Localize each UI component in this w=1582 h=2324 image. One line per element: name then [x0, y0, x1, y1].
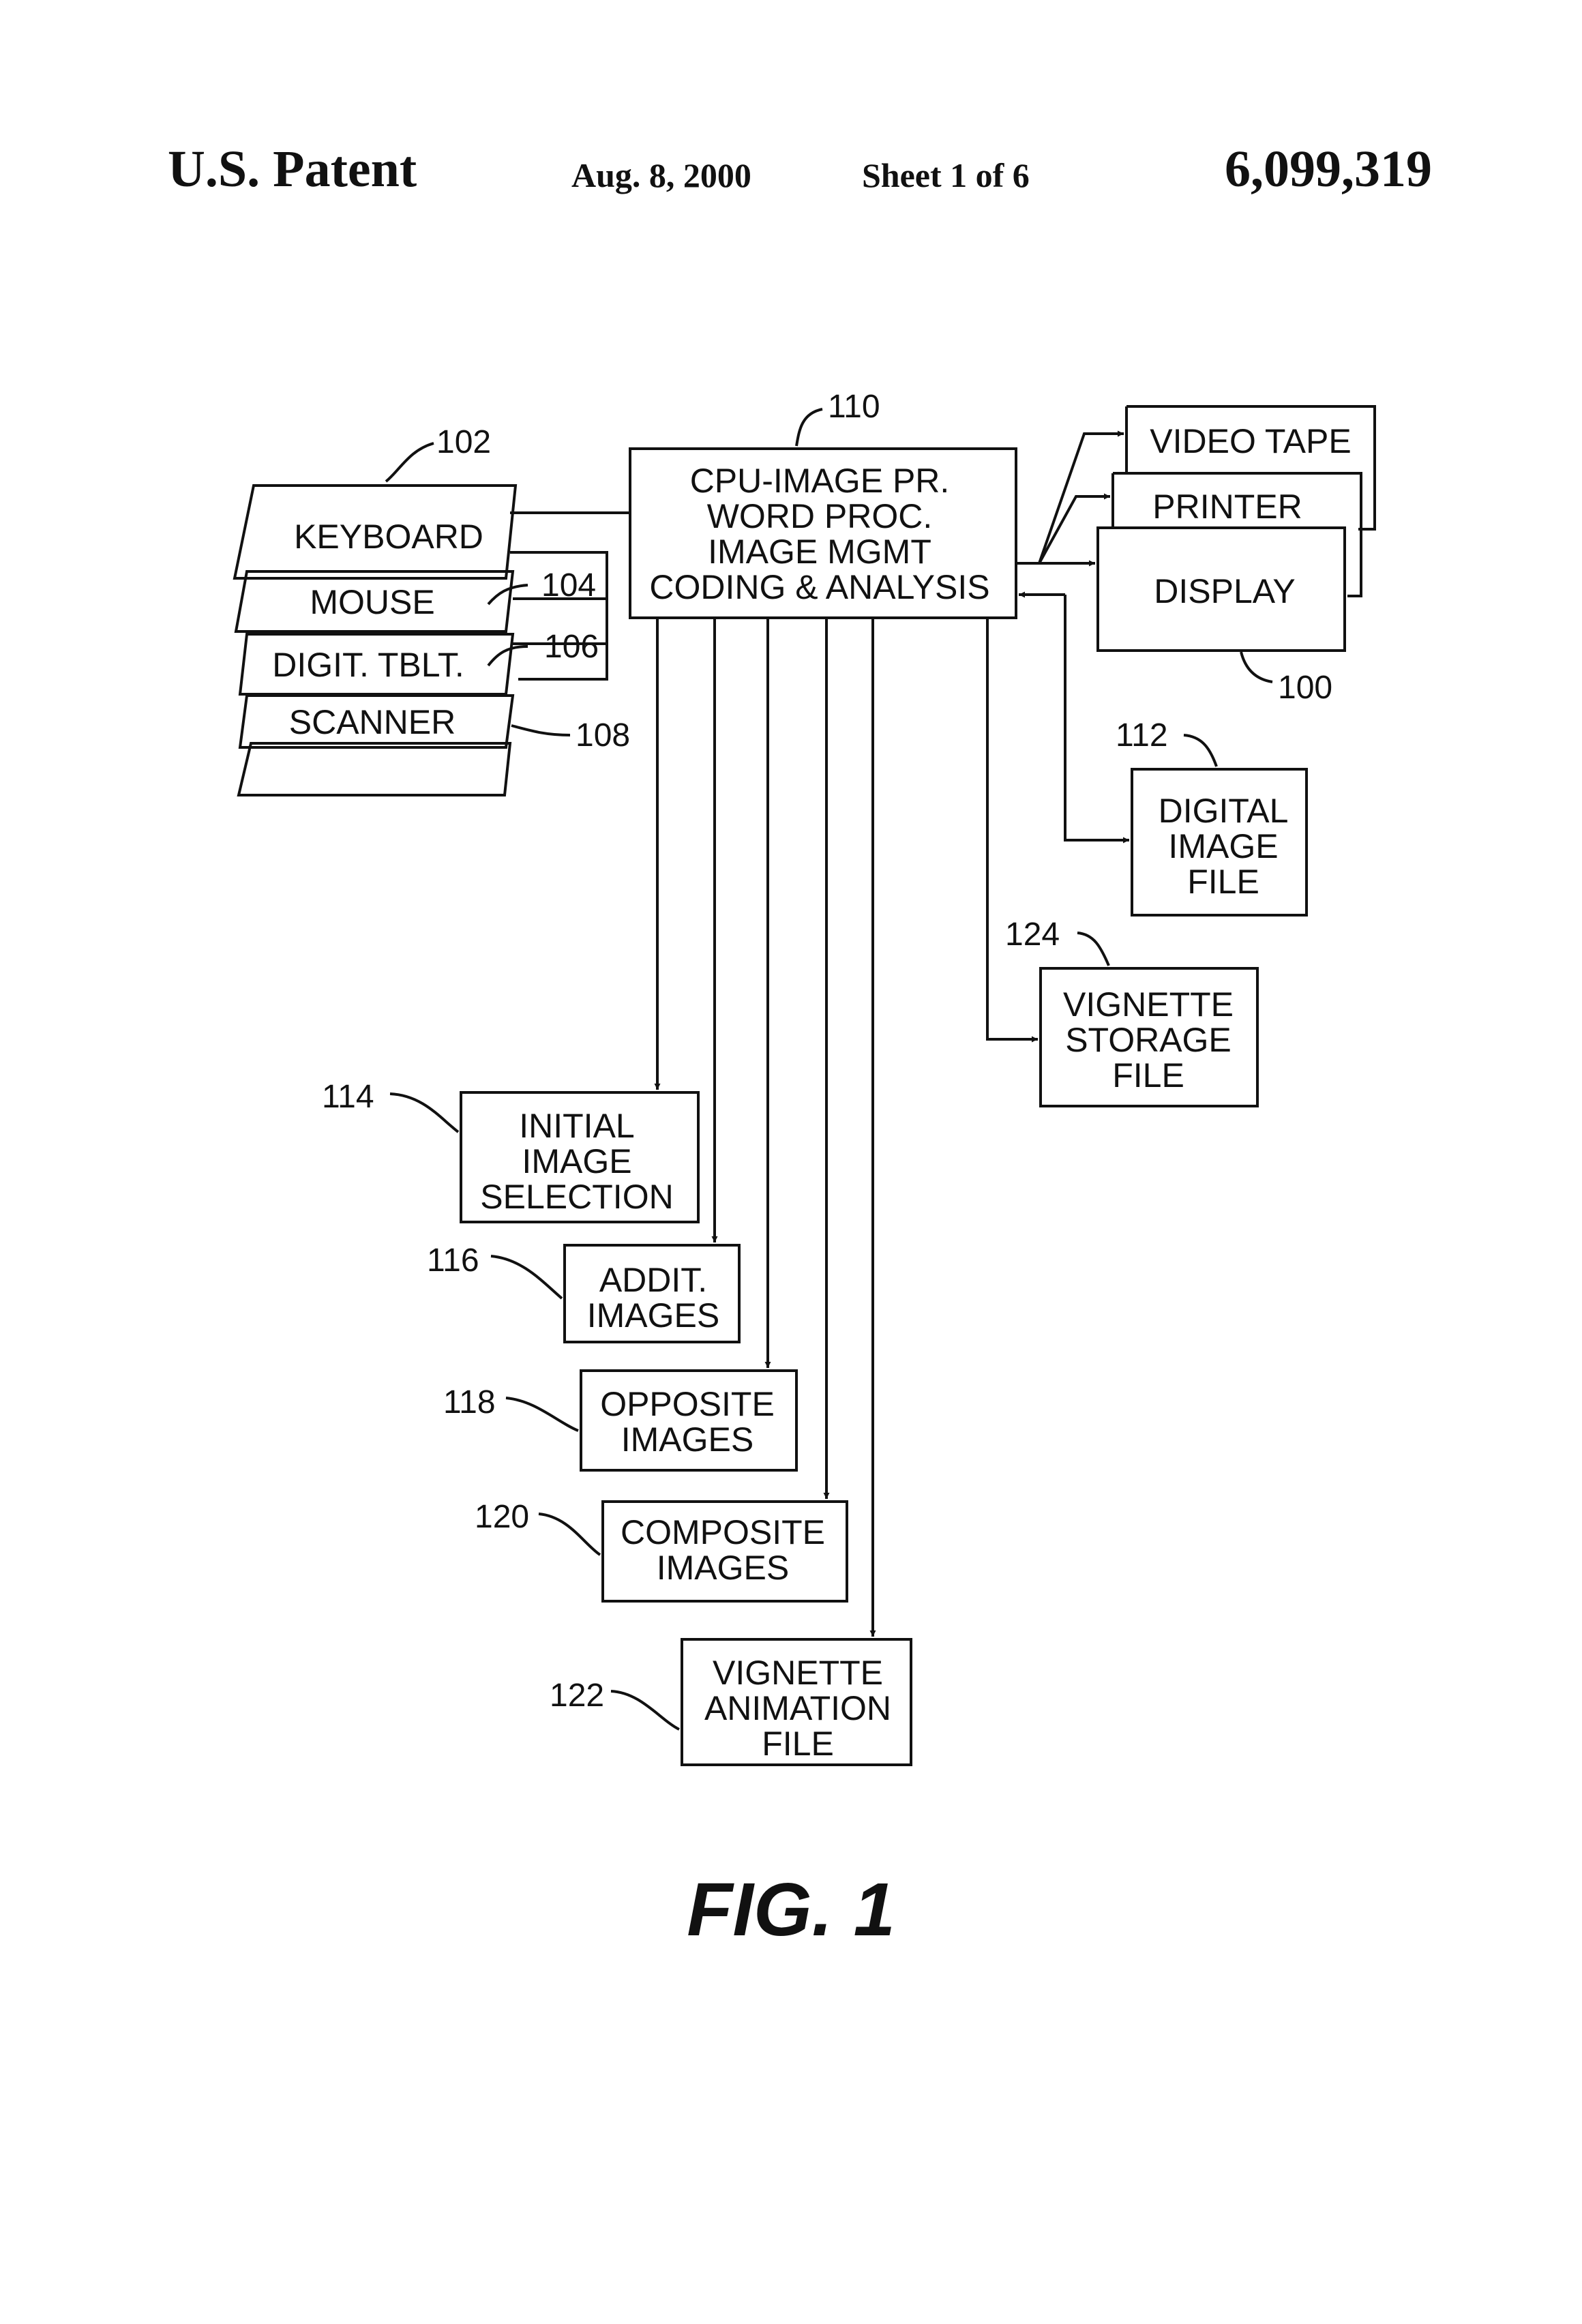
- composite-images-line-1: COMPOSITE: [621, 1513, 825, 1551]
- ref-106: 106: [544, 629, 599, 665]
- leader-106: [488, 646, 528, 666]
- tablet-label: DIGIT. TBLT.: [272, 646, 464, 684]
- arrow-to-vignette-storage: [987, 618, 1038, 1039]
- digital-image-file-line-1: DIGITAL: [1159, 792, 1289, 830]
- leader-108: [511, 726, 570, 735]
- vignette-animation-line-2: ANIMATION: [704, 1689, 891, 1727]
- additional-images-line-1: ADDIT.: [599, 1261, 707, 1299]
- leader-100: [1241, 652, 1272, 682]
- leader-114: [390, 1094, 458, 1132]
- opposite-images-line-2: IMAGES: [621, 1420, 753, 1459]
- ref-118: 118: [443, 1384, 496, 1420]
- ref-122: 122: [550, 1678, 604, 1714]
- printer-label: PRINTER: [1152, 488, 1302, 526]
- leader-122: [611, 1691, 679, 1729]
- scanner-base-sheet: [239, 743, 510, 795]
- leader-120: [539, 1514, 600, 1555]
- keyboard-label: KEYBOARD: [294, 518, 483, 556]
- digital-image-file-line-3: FILE: [1187, 863, 1259, 901]
- initial-selection-line-3: SELECTION: [480, 1178, 673, 1216]
- leader-124: [1077, 933, 1109, 966]
- vignette-animation-line-3: FILE: [762, 1725, 834, 1763]
- composite-images-line-2: IMAGES: [657, 1549, 789, 1587]
- cpu-line-1: CPU-IMAGE PR.: [690, 462, 950, 500]
- ref-100: 100: [1278, 670, 1332, 706]
- vignette-animation-line-1: VIGNETTE: [713, 1654, 883, 1692]
- video-tape-label: VIDEO TAPE: [1150, 422, 1351, 460]
- ref-102: 102: [436, 424, 491, 460]
- figure-label: FIG. 1: [687, 1868, 895, 1952]
- ref-124: 124: [1005, 917, 1060, 953]
- digital-image-file-line-2: IMAGE: [1168, 827, 1278, 865]
- scanner-label: SCANNER: [289, 703, 456, 741]
- vignette-storage-line-3: FILE: [1112, 1056, 1184, 1094]
- ref-108: 108: [576, 717, 630, 754]
- leader-118: [506, 1398, 578, 1431]
- leader-110: [796, 409, 822, 446]
- leader-116: [491, 1256, 562, 1298]
- cpu-line-3: IMAGE MGMT: [708, 533, 931, 571]
- mouse-label: MOUSE: [310, 583, 434, 621]
- initial-selection-line-2: IMAGE: [522, 1142, 631, 1180]
- ref-116: 116: [427, 1242, 479, 1279]
- leader-102: [386, 443, 434, 481]
- arrow-to-video-tape: [1039, 434, 1124, 563]
- ref-110: 110: [828, 389, 880, 425]
- leader-112: [1184, 735, 1217, 766]
- ref-120: 120: [475, 1499, 529, 1535]
- additional-images-line-2: IMAGES: [587, 1296, 719, 1335]
- initial-selection-line-1: INITIAL: [519, 1107, 634, 1145]
- cpu-line-2: WORD PROC.: [707, 497, 933, 535]
- vignette-storage-line-1: VIGNETTE: [1063, 985, 1234, 1024]
- cpu-line-4: CODING & ANALYSIS: [649, 568, 989, 606]
- ref-114: 114: [322, 1079, 374, 1115]
- vignette-storage-line-2: STORAGE: [1065, 1021, 1232, 1059]
- ref-112: 112: [1116, 717, 1168, 754]
- display-label: DISPLAY: [1154, 572, 1296, 610]
- leader-104: [488, 585, 528, 604]
- ref-104: 104: [541, 567, 596, 604]
- opposite-images-line-1: OPPOSITE: [600, 1385, 775, 1423]
